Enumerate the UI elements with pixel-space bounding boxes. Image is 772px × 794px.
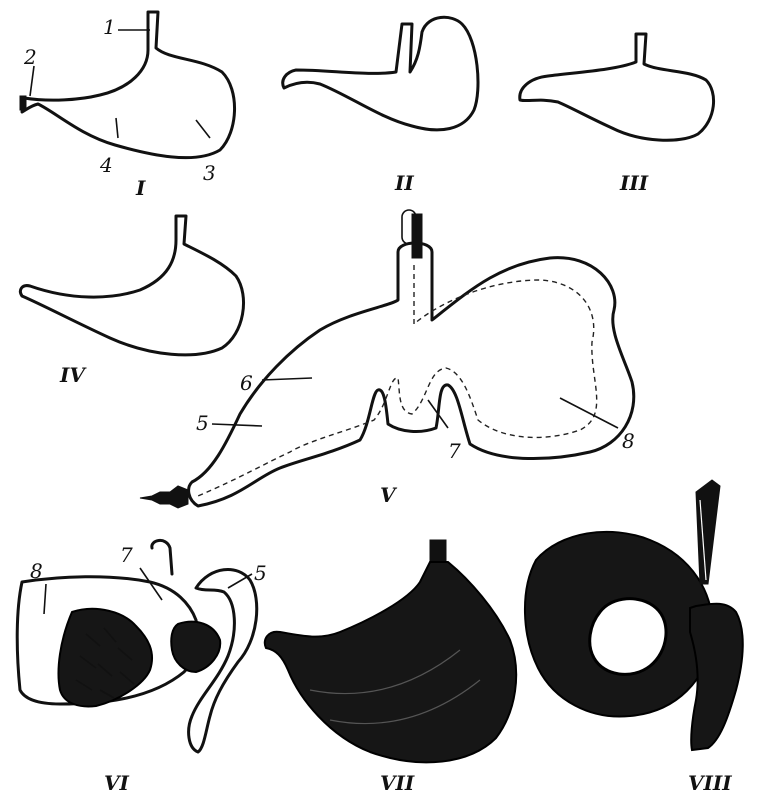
stomach-fig-5: 5 6 7 8 V	[139, 209, 636, 509]
figure-label-II: II	[394, 171, 414, 195]
stomach-fig-3: III	[518, 32, 716, 195]
stomach-fig-7: VII	[263, 539, 518, 794]
stomach-fig-6: 8 7 5 VI	[15, 539, 267, 794]
label-2: 2	[23, 45, 37, 69]
figure-label-VII: VII	[380, 771, 415, 794]
figure-label-III: III	[619, 171, 649, 195]
label-6: 6	[240, 371, 253, 395]
label-8: 8	[622, 429, 635, 453]
label-3: 3	[203, 161, 216, 185]
label-7: 7	[448, 439, 461, 463]
stomach-fig-1: 1 2 3 4 I	[19, 10, 236, 200]
label-8: 8	[30, 559, 43, 583]
stomach-fig-2: II	[281, 15, 480, 195]
figure-label-IV: IV	[59, 363, 87, 387]
stomach-fig-8: VIII	[523, 479, 744, 794]
figure-label-VI: VI	[104, 771, 130, 794]
label-5: 5	[196, 411, 209, 435]
label-1: 1	[103, 15, 116, 39]
figure-label-I: I	[135, 176, 146, 200]
label-4: 4	[99, 153, 113, 177]
figure-label-V: V	[380, 483, 398, 507]
label-5: 5	[254, 561, 267, 585]
figure-label-VIII: VIII	[688, 771, 732, 794]
stomach-fig-4: IV	[18, 214, 245, 387]
label-7: 7	[120, 543, 133, 567]
